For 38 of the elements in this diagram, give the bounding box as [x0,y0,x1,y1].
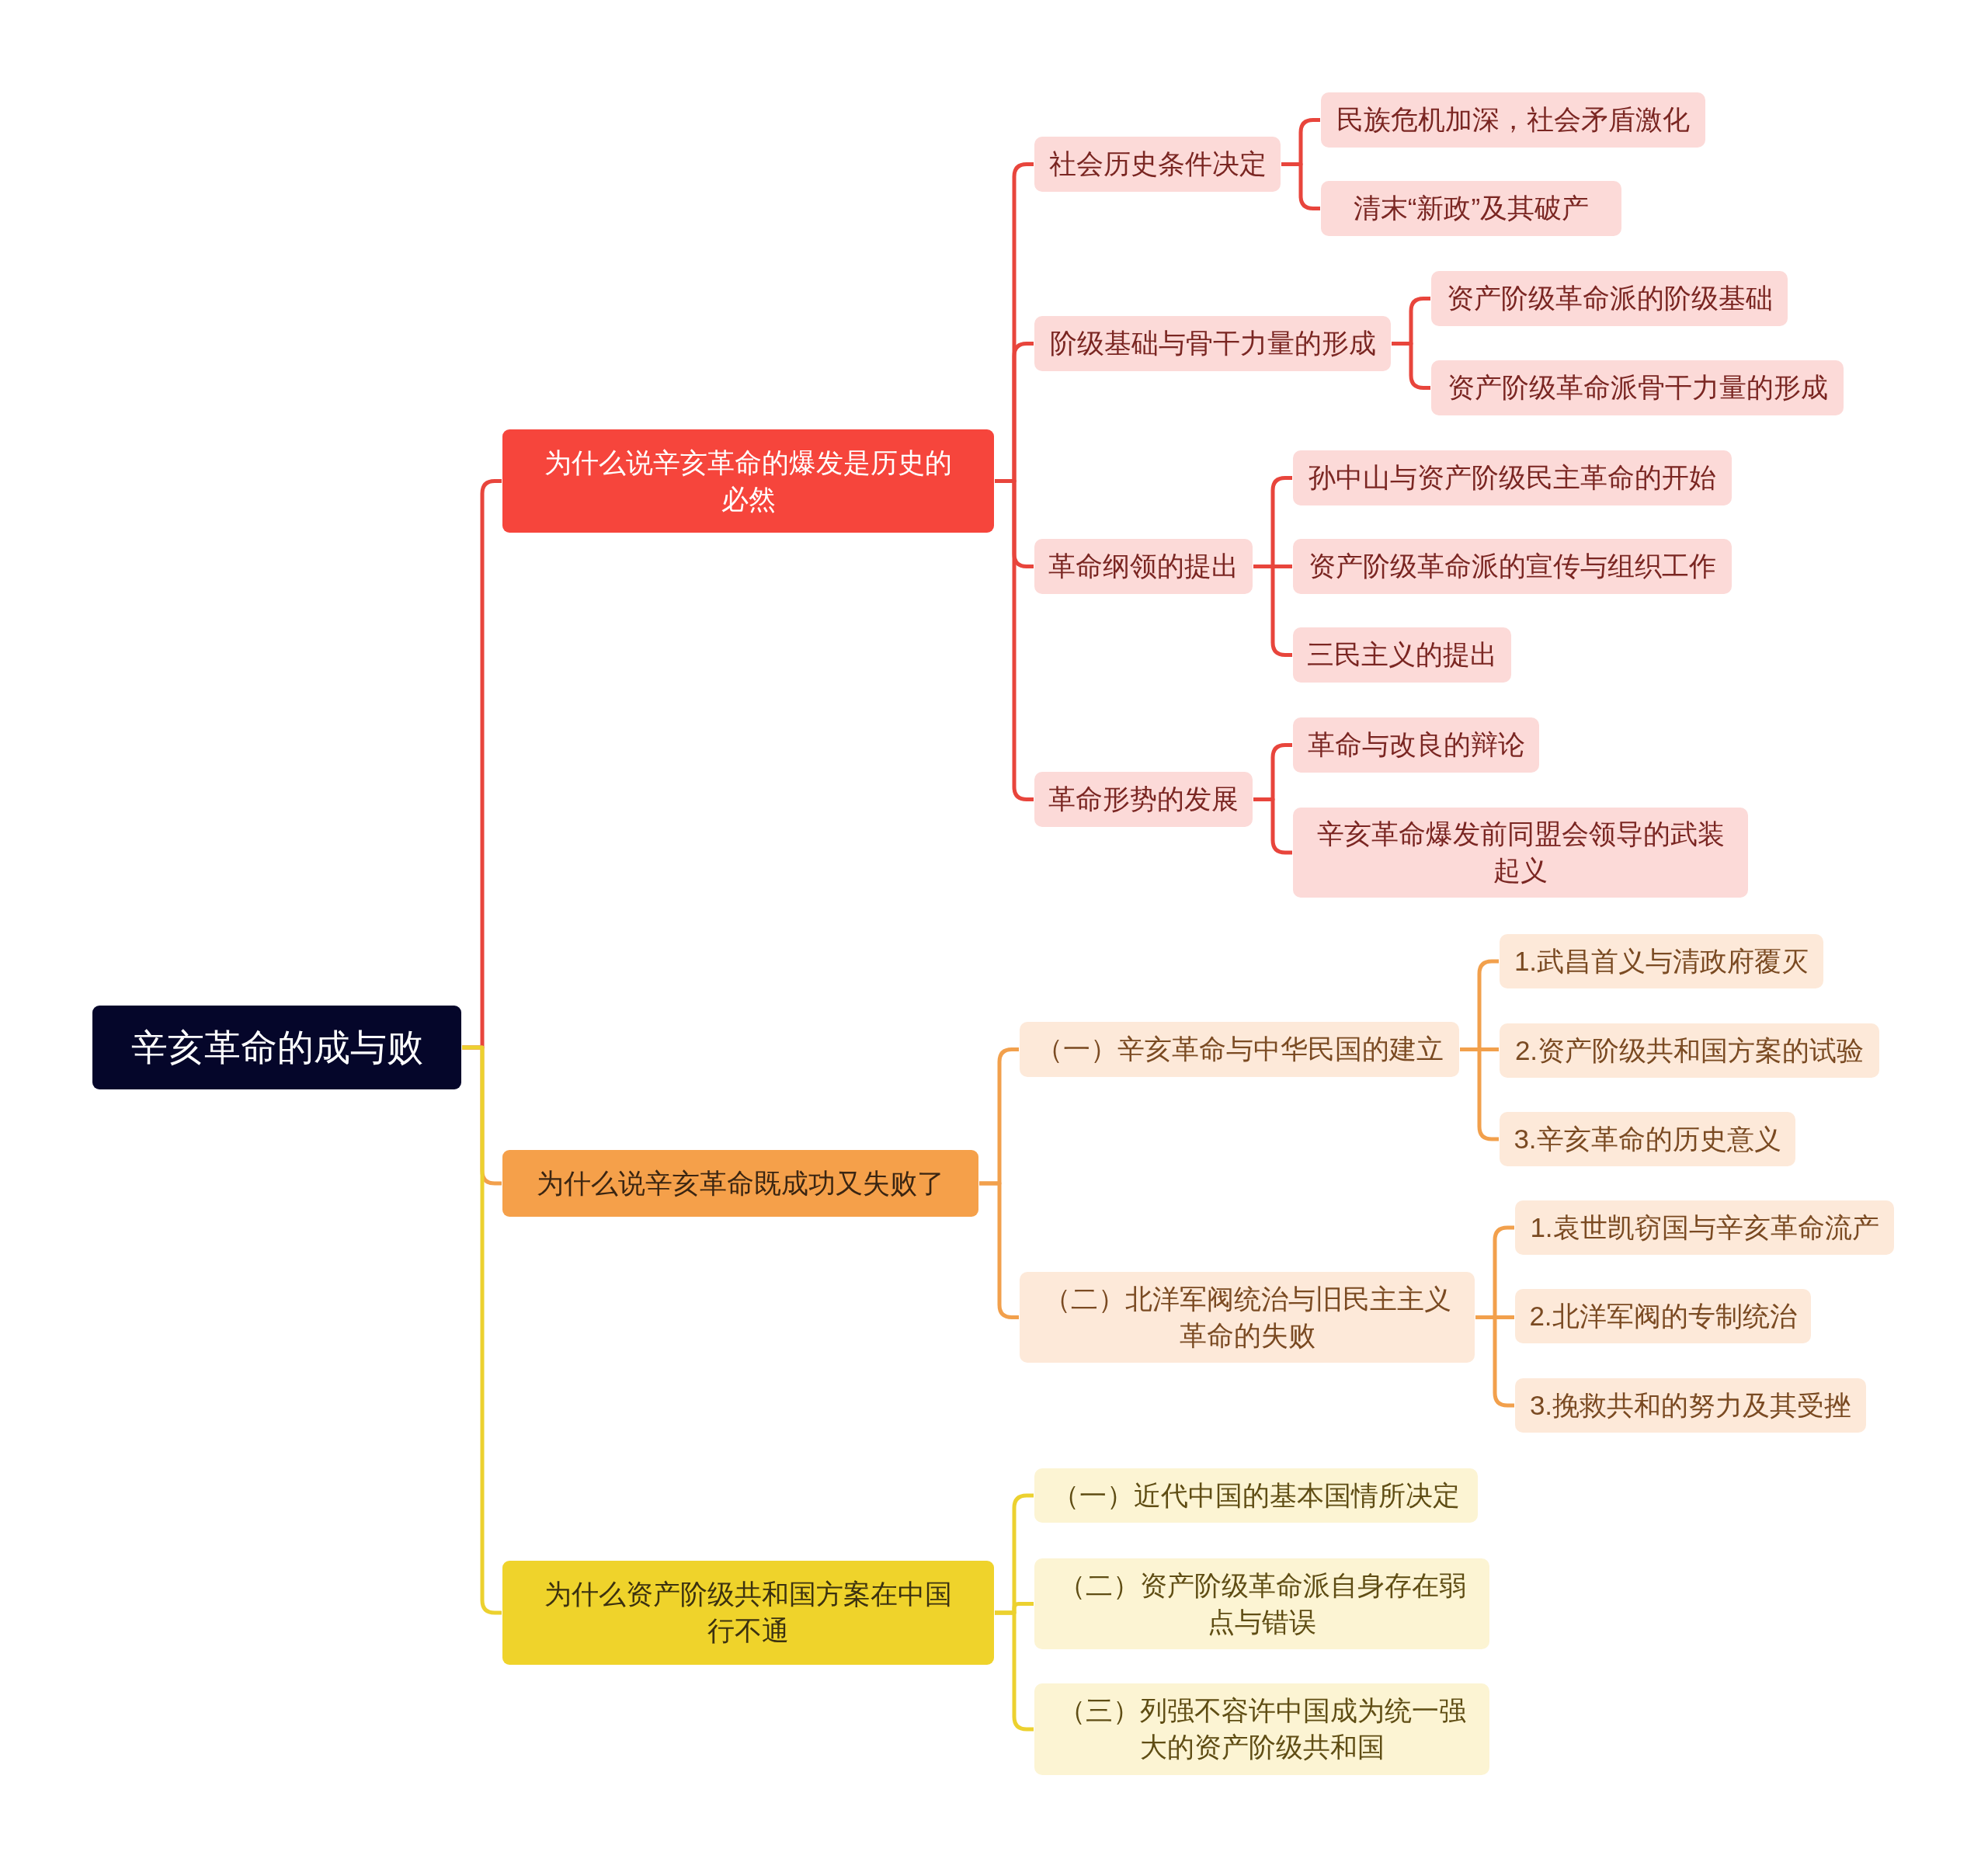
subtopic: （三）列强不容许中国成为统一强大的资产阶级共和国 [1034,1683,1489,1775]
connector-line [1392,342,1430,390]
main-topic: 为什么说辛亥革命既成功又失败了 [502,1150,978,1217]
subtopic: 革命与改良的辩论 [1293,717,1539,773]
central-topic: 辛亥革命的成与败 [92,1006,461,1089]
subtopic: 三民主义的提出 [1293,627,1511,683]
subtopic: 1.袁世凯窃国与辛亥革命流产 [1515,1200,1894,1255]
connector-line [1253,565,1292,657]
subtopic: 3.挽救共和的努力及其受挫 [1515,1378,1866,1433]
subtopic: （一）近代中国的基本国情所决定 [1034,1468,1478,1523]
subtopic: 清末“新政”及其破产 [1321,181,1621,236]
connector-line [462,1045,502,1615]
connector-line [1475,1315,1514,1408]
subtopic: 1.武昌首义与清政府覆灭 [1500,934,1823,988]
connector-line [995,479,1034,801]
subtopic: 社会历史条件决定 [1034,137,1281,192]
connector-line [979,1181,1019,1319]
subtopic: 资产阶级革命派骨干力量的形成 [1431,360,1844,415]
subtopic: 3.辛亥革命的历史意义 [1500,1112,1795,1166]
subtopic: 革命形势的发展 [1034,772,1253,827]
connector-line [1460,1047,1499,1141]
connector-line [995,1610,1034,1732]
subtopic: （二）资产阶级革命派自身存在弱点与错误 [1034,1558,1489,1649]
subtopic: 孙中山与资产阶级民主革命的开始 [1293,450,1732,505]
subtopic: 阶级基础与骨干力量的形成 [1034,316,1391,371]
main-topic: 为什么说辛亥革命的爆发是历史的必然 [502,429,994,533]
subtopic: 资产阶级革命派的阶级基础 [1431,271,1788,326]
subtopic: 辛亥革命爆发前同盟会领导的武装起义 [1293,808,1748,898]
subtopic: 资产阶级革命派的宣传与组织工作 [1293,539,1732,594]
subtopic: 革命纲领的提出 [1034,539,1253,594]
subtopic: （二）北洋军阀统治与旧民主主义革命的失败 [1020,1272,1475,1363]
main-topic: 为什么资产阶级共和国方案在中国行不通 [502,1561,994,1665]
connector-line [1281,162,1320,210]
subtopic: 2.北洋军阀的专制统治 [1515,1289,1811,1343]
connector-line [1253,797,1292,855]
subtopic: （一）辛亥革命与中华民国的建立 [1020,1022,1459,1077]
subtopic: 民族危机加深，社会矛盾激化 [1321,92,1705,148]
subtopic: 2.资产阶级共和国方案的试验 [1500,1023,1879,1078]
